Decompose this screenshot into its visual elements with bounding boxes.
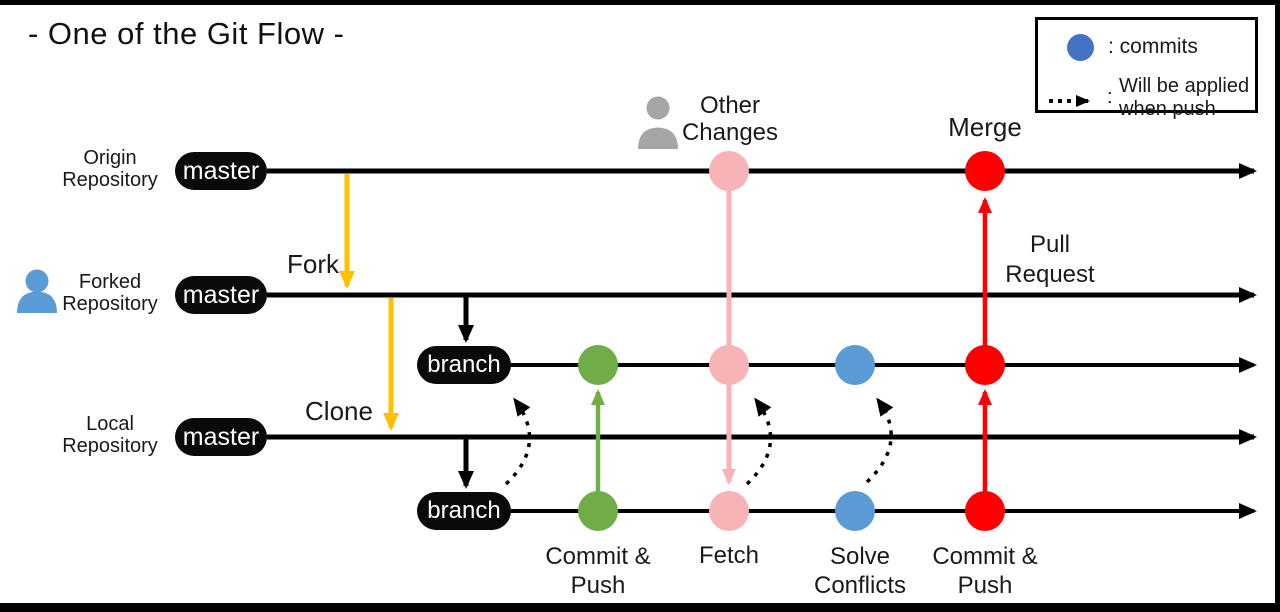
commit-dot-pink-origin [709, 151, 749, 191]
merge-label: Merge [948, 112, 1022, 142]
commit-dot-green-forked-branch [578, 345, 618, 385]
applied-on-push-arrow-conflicts [865, 397, 894, 484]
commit-push-left-label: Commit & Push [545, 543, 651, 599]
slide-border-right [1275, 0, 1280, 612]
other-changes-label: Other Changes [681, 92, 779, 146]
fork-label: Fork [287, 249, 339, 279]
local-branch-pill: branch [417, 492, 511, 530]
forked-repository-label: Forked Repository [62, 271, 158, 315]
forked-branch-pill: branch [417, 346, 511, 384]
slide-border-bottom [0, 603, 1280, 612]
commit-push-right-label: Commit & Push [932, 543, 1038, 599]
commit-dot-green-local-branch [578, 491, 618, 531]
commit-dot-red-local-branch [965, 491, 1005, 531]
commit-dot-blue-local-branch [835, 491, 875, 531]
legend-colon: : [1107, 86, 1113, 108]
applied-on-push-arrow-branch [504, 397, 532, 486]
legend-box: : commits : Will be applied when push [1035, 17, 1258, 120]
dotted-arrow-icon [1049, 95, 1090, 107]
commit-dot-red-origin-merge [965, 151, 1005, 191]
legend-commits-label: : commits [1108, 35, 1198, 58]
origin-repository-label: Origin Repository [62, 147, 158, 191]
pull-request-label: Pull Request [1005, 231, 1095, 288]
commit-dot-legend [1067, 34, 1094, 61]
commit-dot-blue-forked-branch [835, 345, 875, 385]
commit-dot-red-forked-branch [965, 345, 1005, 385]
local-repository-label: Local Repository [62, 413, 158, 457]
commit-dot-pink-forked-branch [709, 345, 749, 385]
forked-master-pill: master [175, 276, 267, 314]
clone-label: Clone [305, 396, 373, 426]
local-master-pill: master [175, 418, 267, 456]
fetch-label: Fetch [698, 542, 760, 569]
origin-master-pill: master [175, 152, 267, 190]
page-title: - One of the Git Flow - [28, 16, 345, 51]
legend-push-label: Will be applied when push [1119, 75, 1250, 120]
solve-conflicts-label: Solve Conflicts [813, 543, 907, 599]
commit-dot-pink-local-branch [709, 491, 749, 531]
slide-border-top [0, 0, 1280, 5]
applied-on-push-arrow-fetch [745, 397, 773, 486]
